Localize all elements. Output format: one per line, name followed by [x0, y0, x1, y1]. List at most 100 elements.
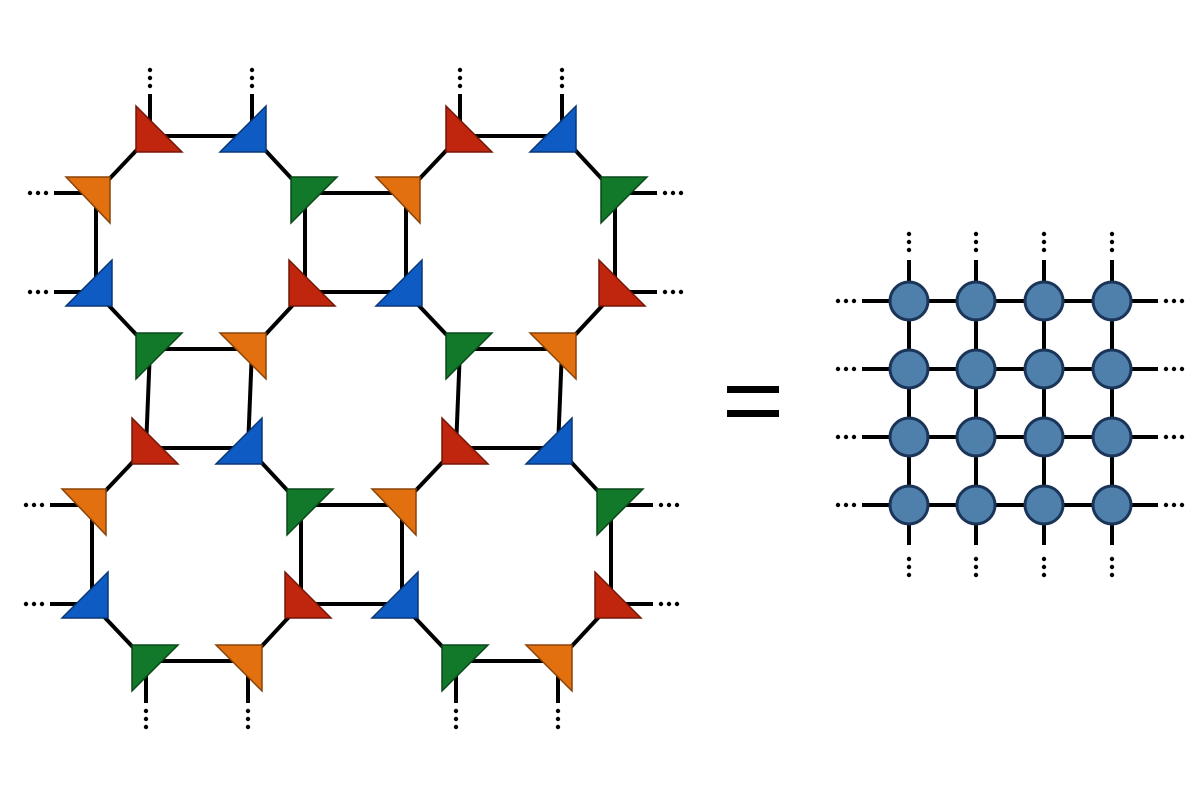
continuation-dots [453, 708, 459, 714]
continuation-dots [973, 239, 979, 245]
equals-bar-top [727, 386, 779, 393]
continuation-dots [39, 601, 45, 607]
red-triangle-tensor [135, 104, 184, 153]
continuation-dots [906, 247, 912, 253]
continuation-dots [835, 434, 841, 440]
continuation-dots [1109, 572, 1115, 578]
continuation-dots [906, 564, 912, 570]
lattice-tensor-node [1023, 280, 1065, 322]
continuation-dots [143, 724, 149, 730]
continuation-dots [1163, 298, 1169, 304]
continuation-dots [249, 83, 255, 89]
continuation-dots [457, 83, 463, 89]
continuation-dots [843, 298, 849, 304]
continuation-dots [666, 502, 672, 508]
continuation-dots [555, 708, 561, 714]
equals-sign [727, 386, 779, 417]
lattice-tensor-node [955, 416, 997, 458]
continuation-dots [1171, 434, 1177, 440]
continuation-dots [835, 366, 841, 372]
blue-triangle-tensor [374, 258, 423, 307]
continuation-dots [1109, 556, 1115, 562]
continuation-dots [555, 716, 561, 722]
continuation-dots [906, 239, 912, 245]
square-lattice-network [835, 231, 1185, 578]
continuation-dots [843, 366, 849, 372]
lattice-tensor-node [888, 348, 930, 390]
continuation-dots [559, 75, 565, 81]
continuation-dots [1163, 366, 1169, 372]
continuation-dots [973, 572, 979, 578]
continuation-dots [457, 67, 463, 73]
continuation-dots [43, 190, 49, 196]
green-triangle-tensor [286, 488, 335, 537]
continuation-dots [453, 716, 459, 722]
continuation-dots [23, 502, 29, 508]
equals-bar-bottom [727, 410, 779, 417]
continuation-dots [973, 247, 979, 253]
lattice-tensor-node [888, 416, 930, 458]
continuation-dots [1163, 502, 1169, 508]
green-triangle-tensor [441, 644, 490, 693]
continuation-dots [670, 190, 676, 196]
green-triangle-tensor [135, 332, 184, 381]
continuation-dots [1163, 434, 1169, 440]
green-triangle-tensor [290, 176, 339, 225]
continuation-dots [1109, 247, 1115, 253]
lattice-tensor-node [955, 280, 997, 322]
green-triangle-tensor [445, 332, 494, 381]
blue-triangle-tensor [528, 104, 577, 153]
continuation-dots [23, 601, 29, 607]
continuation-dots [1041, 239, 1047, 245]
continuation-dots [453, 724, 459, 730]
continuation-dots [249, 75, 255, 81]
lattice-tensor-node [1091, 280, 1133, 322]
continuation-dots [1179, 298, 1185, 304]
continuation-dots [31, 502, 37, 508]
blue-triangle-tensor [64, 258, 113, 307]
red-triangle-tensor [445, 104, 494, 153]
continuation-dots [1041, 572, 1047, 578]
lattice-tensor-node [1023, 484, 1065, 526]
green-triangle-tensor [596, 488, 645, 537]
continuation-dots [658, 601, 664, 607]
continuation-dots [457, 75, 463, 81]
continuation-dots [1179, 502, 1185, 508]
continuation-dots [835, 298, 841, 304]
continuation-dots [662, 190, 668, 196]
continuation-dots [1109, 239, 1115, 245]
lattice-tensor-node [955, 484, 997, 526]
green-triangle-tensor [600, 176, 649, 225]
red-triangle-tensor [284, 570, 333, 619]
lattice-tensor-node [1023, 348, 1065, 390]
lattice-tensor-node [1091, 416, 1133, 458]
continuation-dots [27, 190, 33, 196]
red-triangle-tensor [131, 416, 180, 465]
continuation-dots [245, 716, 251, 722]
continuation-dots [147, 83, 153, 89]
continuation-dots [559, 67, 565, 73]
continuation-dots [851, 366, 857, 372]
continuation-dots [670, 289, 676, 295]
continuation-dots [35, 190, 41, 196]
orange-triangle-tensor [218, 332, 267, 381]
continuation-dots [1109, 231, 1115, 237]
lattice-tensor-node [1023, 416, 1065, 458]
continuation-dots [1171, 298, 1177, 304]
red-triangle-tensor [441, 416, 490, 465]
continuation-dots [662, 289, 668, 295]
red-triangle-tensor [288, 258, 337, 307]
green-triangle-tensor [131, 644, 180, 693]
blue-triangle-tensor [218, 104, 267, 153]
lattice-tensor-node [1091, 484, 1133, 526]
continuation-dots [851, 298, 857, 304]
continuation-dots [35, 289, 41, 295]
continuation-dots [245, 724, 251, 730]
continuation-dots [147, 67, 153, 73]
continuation-dots [1171, 366, 1177, 372]
continuation-dots [143, 716, 149, 722]
lattice-tensor-node [888, 280, 930, 322]
continuation-dots [843, 502, 849, 508]
continuation-dots [1041, 564, 1047, 570]
